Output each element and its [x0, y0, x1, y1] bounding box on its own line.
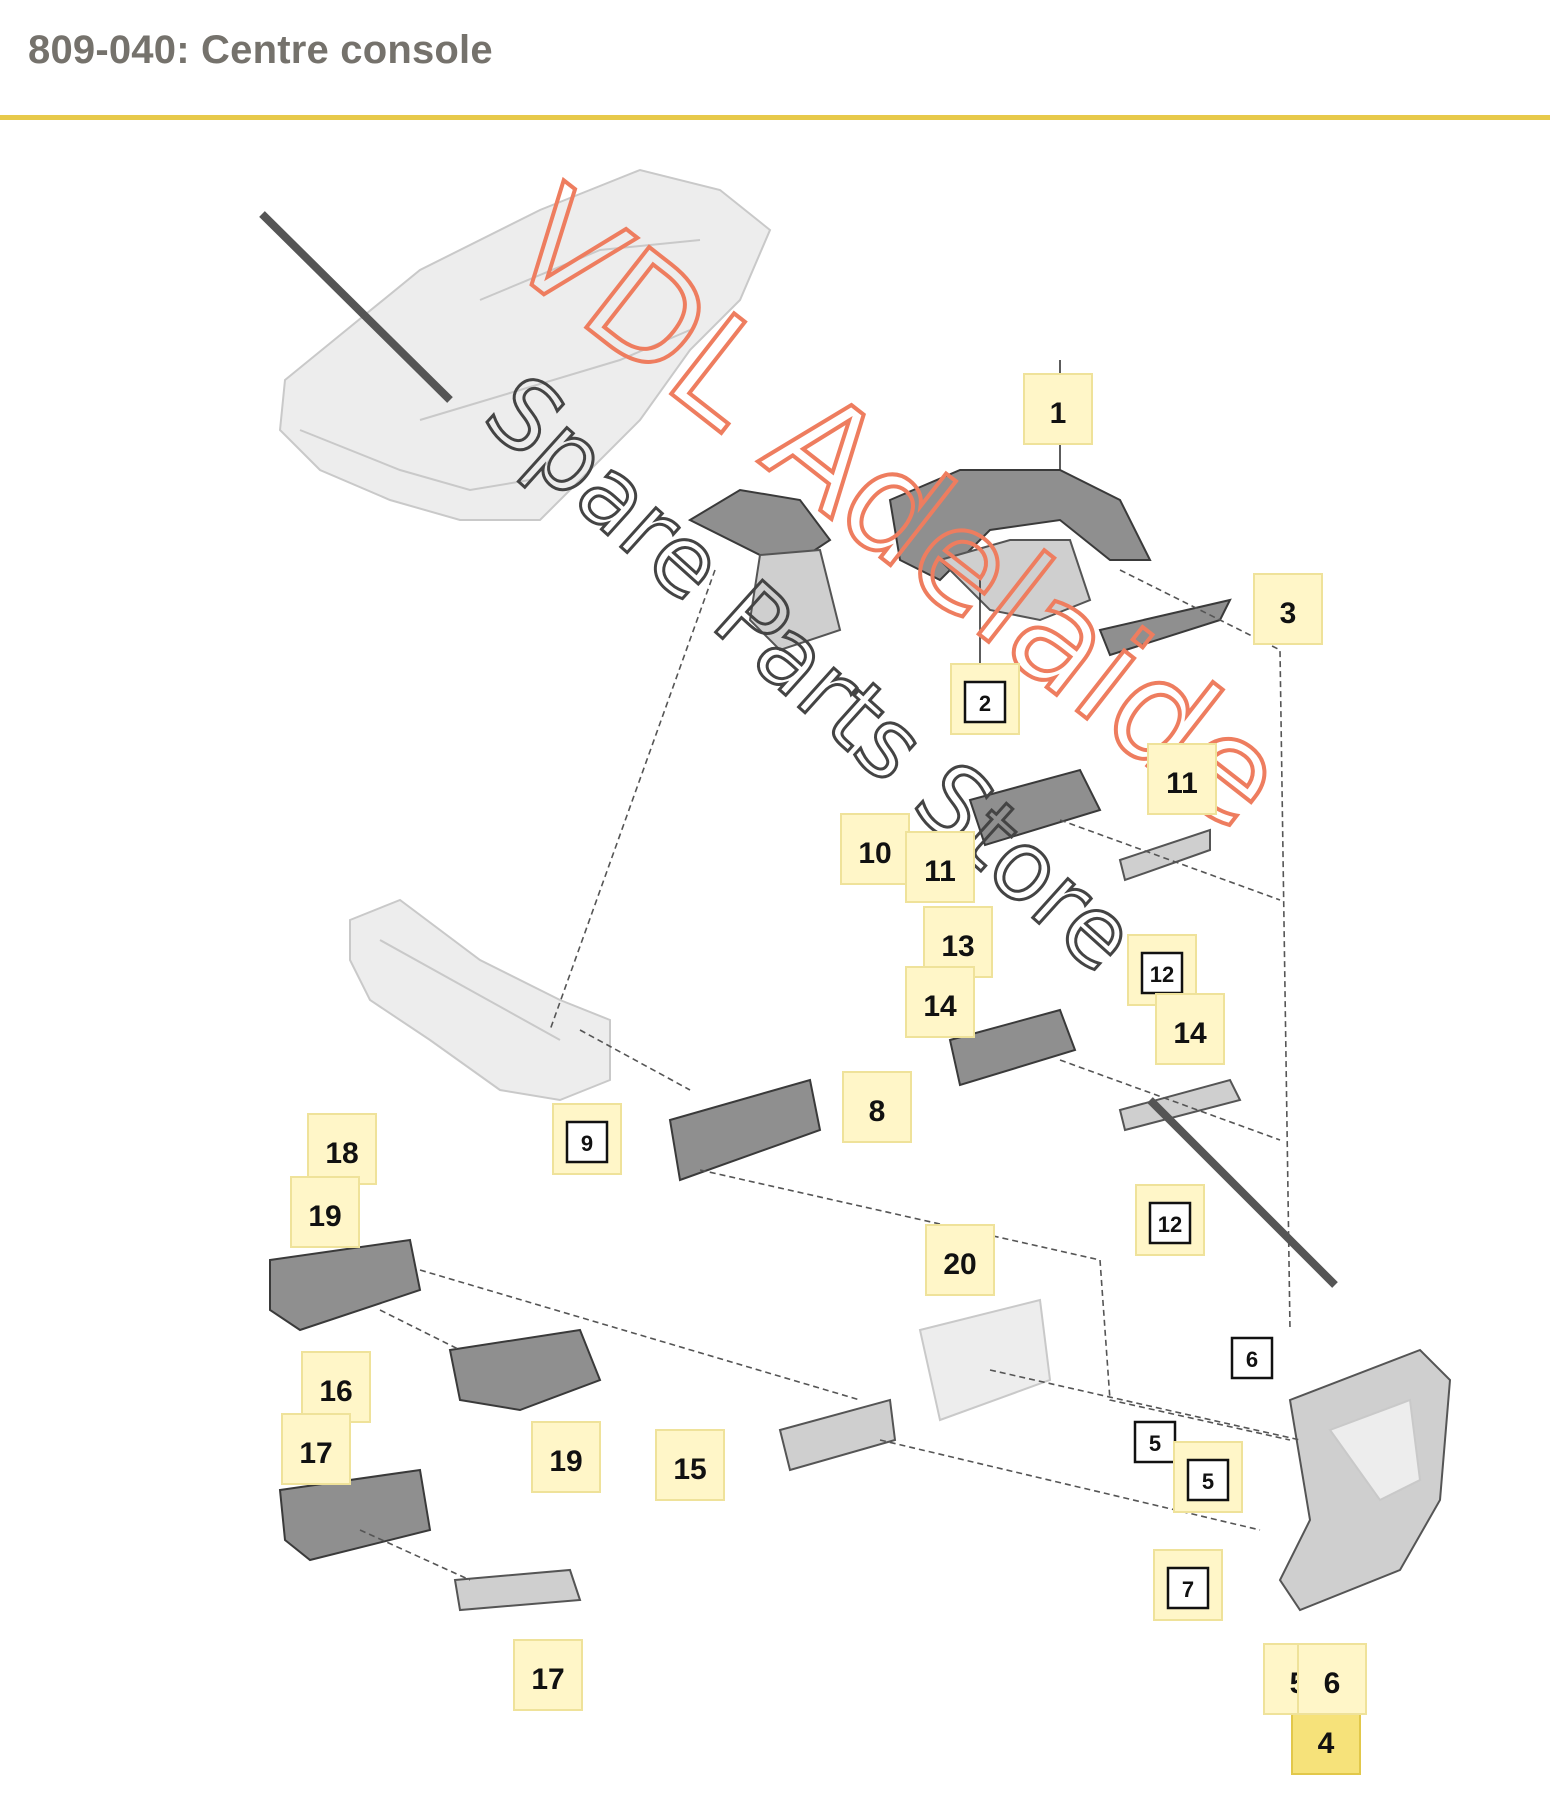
- callout-label: 10: [858, 837, 891, 870]
- callout-label: 15: [673, 1453, 706, 1486]
- page-title: 809-040: Centre console: [28, 28, 493, 72]
- callout-6[interactable]: 6: [1230, 1336, 1274, 1380]
- centre-trim-part-4: [1278, 1348, 1452, 1612]
- callout-label: 14: [923, 990, 957, 1023]
- callout-4[interactable]: 4: [1291, 1703, 1361, 1775]
- callout-label: 11: [1166, 767, 1198, 800]
- callout-5[interactable]: 5: [1173, 1441, 1243, 1513]
- part-callouts: 1234565567891011111212131414151617171819…: [281, 373, 1367, 1775]
- callout-20[interactable]: 20: [925, 1224, 995, 1296]
- callout-19[interactable]: 19: [290, 1176, 360, 1248]
- callout-label: 8: [869, 1095, 886, 1128]
- console-frame-ghost: [349, 898, 611, 1102]
- callout-17[interactable]: 17: [513, 1639, 583, 1711]
- callout-label: 7: [1182, 1577, 1194, 1602]
- dashboard-ghost-illustration: [278, 168, 772, 521]
- callout-13[interactable]: 13: [923, 906, 993, 978]
- callout-2[interactable]: 2: [950, 663, 1020, 735]
- callout-label: 4: [1318, 1727, 1335, 1760]
- callout-label: 19: [549, 1445, 582, 1478]
- callout-label: 17: [299, 1437, 332, 1470]
- callout-1[interactable]: 1: [1023, 373, 1093, 445]
- callout-16[interactable]: 16: [301, 1351, 371, 1423]
- callout-label: 2: [979, 691, 991, 716]
- callout-label: 5: [1149, 1431, 1161, 1456]
- callout-10[interactable]: 10: [840, 813, 910, 885]
- callout-18[interactable]: 18: [307, 1113, 377, 1185]
- module-part-18: [269, 1238, 422, 1332]
- callout-label: 17: [531, 1663, 564, 1696]
- callout-6[interactable]: 6: [1297, 1643, 1367, 1715]
- watermark-stroke-top: [259, 211, 453, 403]
- page-header: 809-040: Centre console: [0, 0, 1550, 120]
- callout-label: 9: [581, 1131, 593, 1156]
- callout-label: 18: [325, 1137, 358, 1170]
- armrest-lid-part: [888, 469, 1152, 622]
- module-part-19: [448, 1328, 602, 1412]
- module-part-16: [278, 1468, 432, 1562]
- insert-part-17: [453, 1568, 582, 1612]
- tray-part-11: [1118, 828, 1211, 882]
- callout-label: 6: [1246, 1347, 1258, 1372]
- callout-label: 16: [319, 1375, 352, 1408]
- callout-14[interactable]: 14: [905, 966, 975, 1038]
- callout-11[interactable]: 11: [905, 831, 975, 903]
- callout-9[interactable]: 9: [552, 1103, 622, 1175]
- header-divider: [0, 115, 1550, 120]
- armrest-front-part: [687, 488, 842, 652]
- tray-part-13: [948, 1008, 1077, 1087]
- callout-12[interactable]: 12: [1135, 1184, 1205, 1256]
- callout-3[interactable]: 3: [1253, 573, 1323, 645]
- watermark-stroke-bottom: [1147, 1097, 1338, 1288]
- callout-5[interactable]: 5: [1133, 1420, 1177, 1464]
- callout-19[interactable]: 19: [531, 1421, 601, 1493]
- callout-label: 11: [924, 855, 956, 888]
- callout-label: 20: [943, 1248, 976, 1281]
- callout-17[interactable]: 17: [281, 1413, 351, 1485]
- callout-8[interactable]: 8: [842, 1071, 912, 1143]
- callout-label: 12: [1158, 1212, 1182, 1237]
- callout-11[interactable]: 11: [1147, 743, 1217, 815]
- callout-label: 3: [1280, 597, 1297, 630]
- tray-part-10: [968, 768, 1102, 847]
- callout-7[interactable]: 7: [1153, 1549, 1223, 1621]
- display-frame-part-20: [918, 1298, 1052, 1422]
- callout-15[interactable]: 15: [655, 1429, 725, 1501]
- callout-14[interactable]: 14: [1155, 993, 1225, 1065]
- callout-label: 5: [1202, 1469, 1214, 1494]
- callout-label: 6: [1324, 1667, 1341, 1700]
- air-vent-part-8: [668, 1078, 822, 1182]
- tray-part-14: [1118, 1078, 1242, 1132]
- callout-label: 12: [1150, 962, 1174, 987]
- callout-label: 19: [308, 1200, 341, 1233]
- callout-label: 1: [1050, 397, 1067, 430]
- callout-label: 13: [941, 930, 974, 963]
- switch-panel-part-15: [778, 1398, 897, 1472]
- callout-label: 14: [1173, 1017, 1207, 1050]
